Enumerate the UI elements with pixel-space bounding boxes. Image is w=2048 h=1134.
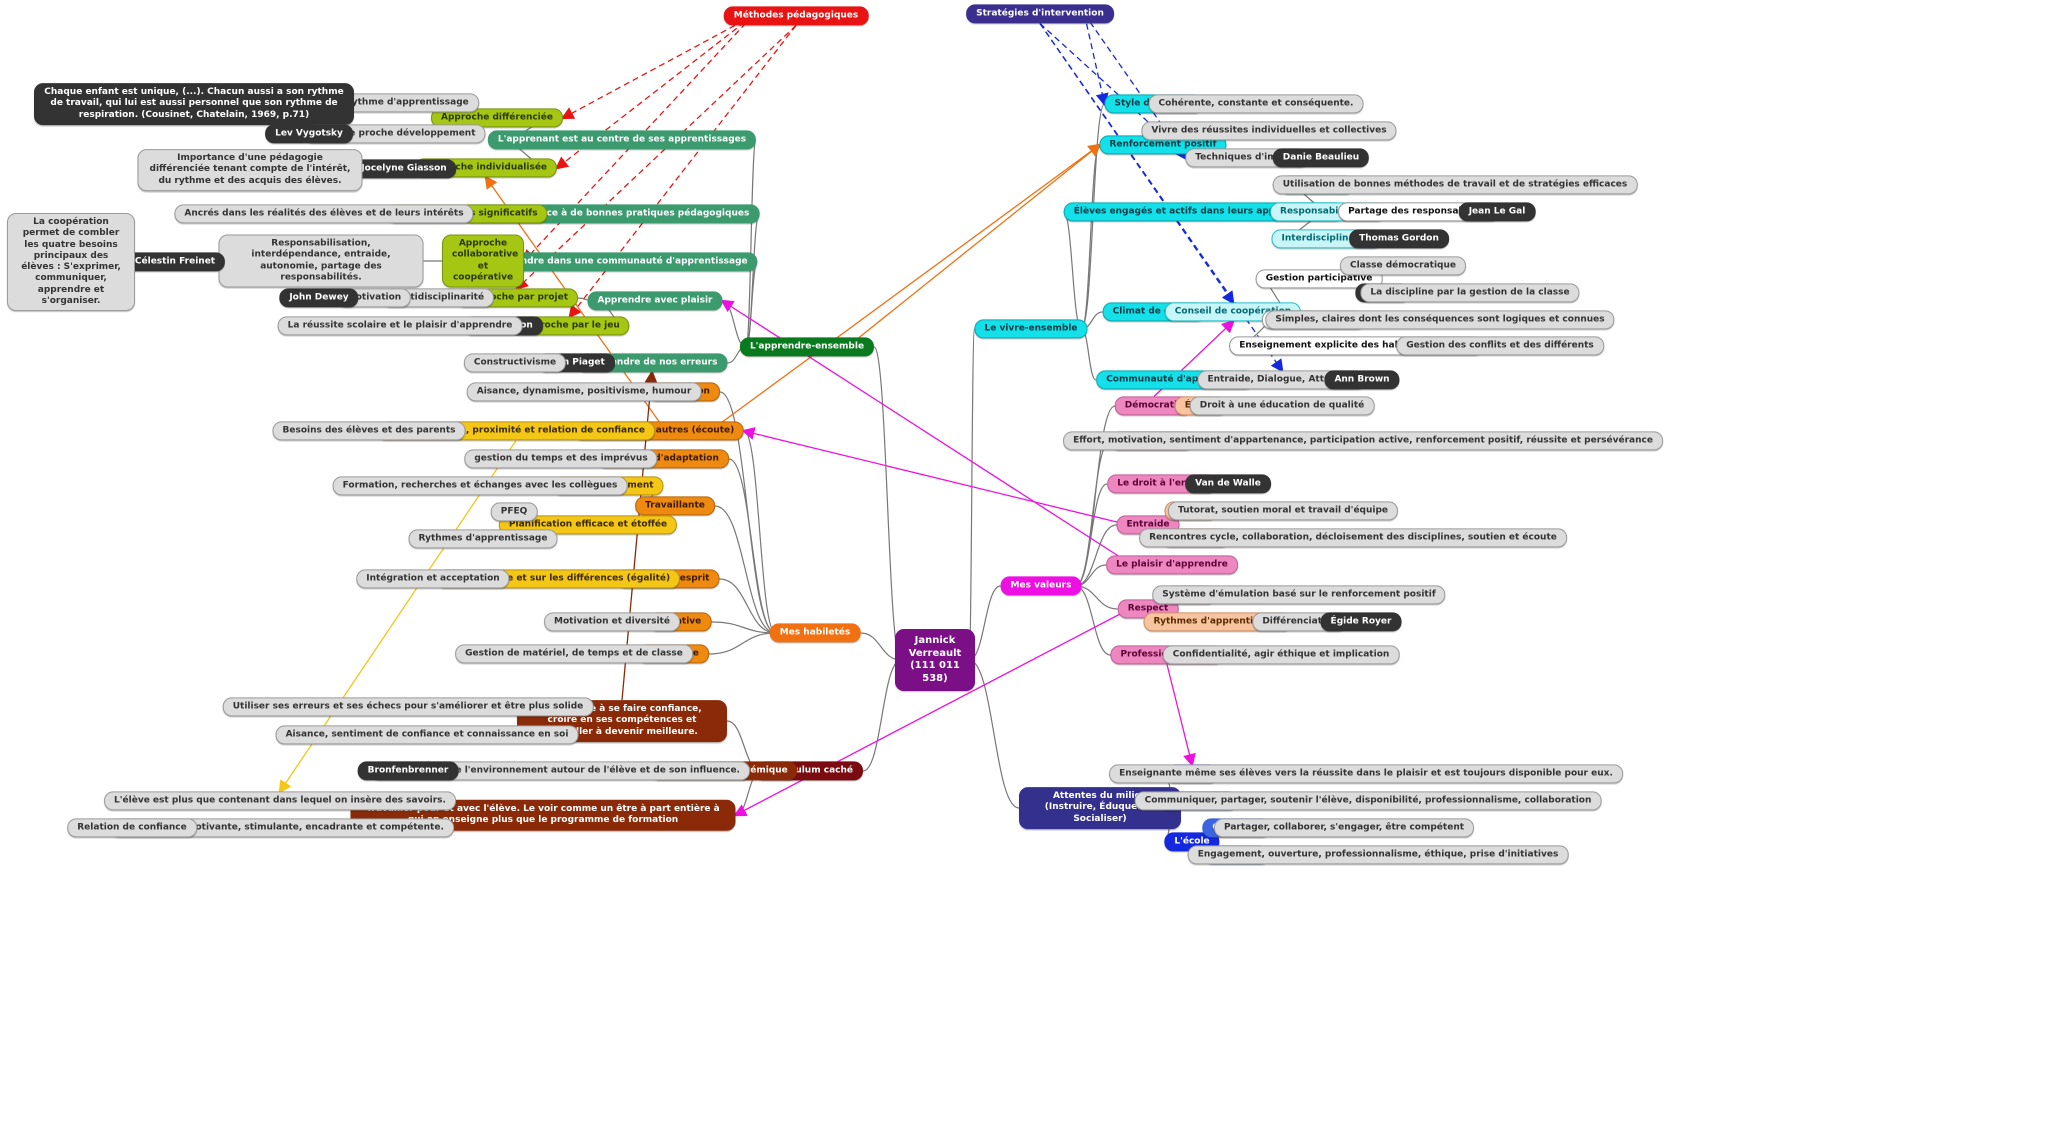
node-droit-educ[interactable]: Droit à une éducation de qualité [1189,396,1375,416]
node-systeme-em[interactable]: Système d'émulation basé sur le renforce… [1152,585,1446,605]
tree-link [711,621,776,634]
node-ancres[interactable]: Ancrés dans les réalités des élèves et d… [174,204,474,224]
node-plaisir[interactable]: Apprendre avec plaisir [587,291,723,311]
relation-arrow [515,25,797,291]
node-coherente[interactable]: Cohérente, constante et conséquente. [1148,94,1364,114]
node-giasson[interactable]: Jocelyne Giasson [351,159,457,179]
node-enseignante-meme[interactable]: Enseignante même ses élèves vers la réus… [1109,764,1623,784]
node-freinet[interactable]: Célestin Freinet [124,252,226,272]
tree-link [1075,483,1108,587]
node-rencontres[interactable]: Rencontres cycle, collaboration, déclois… [1139,528,1567,548]
node-root[interactable]: Jannick Verreault (111 011 538) [895,629,975,691]
node-gestion-mat[interactable]: Gestion de matériel, de temps et de clas… [455,644,693,664]
node-communiquer[interactable]: Communiquer, partager, soutenir l'élève,… [1134,791,1602,811]
node-methodes[interactable]: Méthodes pédagogiques [723,6,869,26]
node-approche-diff[interactable]: Approche différenciée [431,108,563,128]
node-pfeq[interactable]: PFEQ [490,502,538,522]
node-gestion-temps-impr[interactable]: gestion du temps et des imprévus [464,449,658,469]
node-legal[interactable]: Jean Le Gal [1458,202,1536,222]
tree-link [719,578,776,634]
tree-link [1080,144,1101,330]
tree-link [1075,440,1111,587]
node-motiv-div[interactable]: Motivation et diversité [544,612,680,632]
node-aisance-dyn[interactable]: Aisance, dynamisme, positivisme, humour [466,382,702,402]
node-classe-demo[interactable]: Classe démocratique [1339,256,1467,276]
tree-link [714,505,776,634]
node-strategies[interactable]: Stratégies d'intervention [966,4,1114,24]
tree-link [708,632,776,655]
relation-arrow [846,143,1102,348]
node-gordon[interactable]: Thomas Gordon [1349,229,1449,249]
node-aisance-conf[interactable]: Aisance, sentiment de confiance et conna… [275,725,579,745]
tree-link [743,430,777,634]
node-relation-conf[interactable]: Relation de confiance [67,818,197,838]
node-engagement-dir[interactable]: Engagement, ouverture, professionnalisme… [1187,845,1569,865]
node-utiliser-erreurs[interactable]: Utiliser ses erreurs et ses échecs pour … [222,697,594,717]
node-vivre-reussites[interactable]: Vivre des réussites individuelles et col… [1141,121,1397,141]
node-gestion-conflits[interactable]: Gestion des conflits et des différents [1396,336,1604,356]
tree-link [1062,211,1083,330]
node-reussite-plaisir[interactable]: La réussite scolaire et le plaisir d'app… [277,316,523,336]
node-royer[interactable]: Égide Royer [1320,612,1402,632]
node-dewey[interactable]: John Dewey [279,288,359,308]
relation-arrow [1039,23,1165,138]
node-importance-diff[interactable]: Importance d'une pédagogie différenciée … [137,149,363,191]
node-formation[interactable]: Formation, recherches et échanges avec l… [332,476,628,496]
node-vygotsky[interactable]: Lev Vygotsky [265,124,353,144]
tree-link [745,213,761,348]
node-approche-collab[interactable]: Approche collaborative et coopérative [442,234,524,288]
node-eleve-contenant[interactable]: L'élève est plus que contenant dans lequ… [104,791,456,811]
node-brown[interactable]: Ann Brown [1324,370,1400,390]
tree-link [1075,585,1118,610]
relation-arrow [568,25,797,319]
node-confidentialite[interactable]: Confidentialité, agir éthique et implica… [1162,645,1400,665]
relation-arrow [560,15,753,120]
node-methodes-travail[interactable]: Utilisation de bonnes méthodes de travai… [1272,175,1638,195]
node-partager[interactable]: Partager, collaborer, s'engager, être co… [1213,818,1475,838]
node-bronfenbrenner[interactable]: Bronfenbrenner [357,761,459,781]
node-cooperation-txt[interactable]: La coopération permet de combler les qua… [7,213,135,311]
node-plaisir-app[interactable]: Le plaisir d'apprendre [1106,555,1238,575]
node-besoins-eleves[interactable]: Besoins des élèves et des parents [272,421,466,441]
relation-arrow [1166,664,1196,768]
node-constructivisme[interactable]: Constructivisme [463,353,567,373]
node-vivre-ensemble[interactable]: Le vivre-ensemble [974,319,1088,339]
node-responsab[interactable]: Responsabilisation, interdépendance, ent… [218,234,424,288]
relation-arrow [1083,13,1109,107]
node-communaute-app[interactable]: Apprendre dans une communauté d'apprenti… [480,252,758,272]
node-simples[interactable]: Simples, claires dont les conséquences s… [1265,310,1615,330]
node-travaillante[interactable]: Travaillante [635,496,715,516]
node-apprendre-ensemble[interactable]: L'apprendre-ensemble [739,337,875,357]
node-habiletes[interactable]: Mes habiletés [769,623,861,643]
node-tutorat[interactable]: Tutorat, soutien moral et travail d'équi… [1167,501,1399,521]
node-valeurs[interactable]: Mes valeurs [1000,576,1082,596]
tree-link [1075,585,1111,656]
node-beaulieu[interactable]: Danie Beaulieu [1272,148,1370,168]
relation-arrow [709,143,1102,432]
node-vandewalle[interactable]: Van de Walle [1185,474,1271,494]
node-integration[interactable]: Intégration et acceptation [356,569,510,589]
tree-link [745,261,759,348]
tree-link [968,328,976,661]
tree-link [873,346,902,661]
node-rythme-app[interactable]: Rythme d'apprentissage [335,93,479,113]
node-discipline[interactable]: La discipline par la gestion de la class… [1360,283,1580,303]
tree-link [968,659,1020,809]
tree-link [728,458,776,634]
node-tenir-compte[interactable]: Tenir compte de l'environnement autour d… [370,761,750,781]
tree-link [745,139,757,348]
node-apprenant-centre[interactable]: L'apprenant est au centre de ses apprent… [487,130,757,150]
node-rythmes-app2[interactable]: Rythmes d'apprentissage [408,529,558,549]
node-effort[interactable]: Effort, motivation, sentiment d'apparten… [1063,431,1663,451]
node-cousinet[interactable]: Chaque enfant est unique, (...). Chacun … [34,83,354,125]
